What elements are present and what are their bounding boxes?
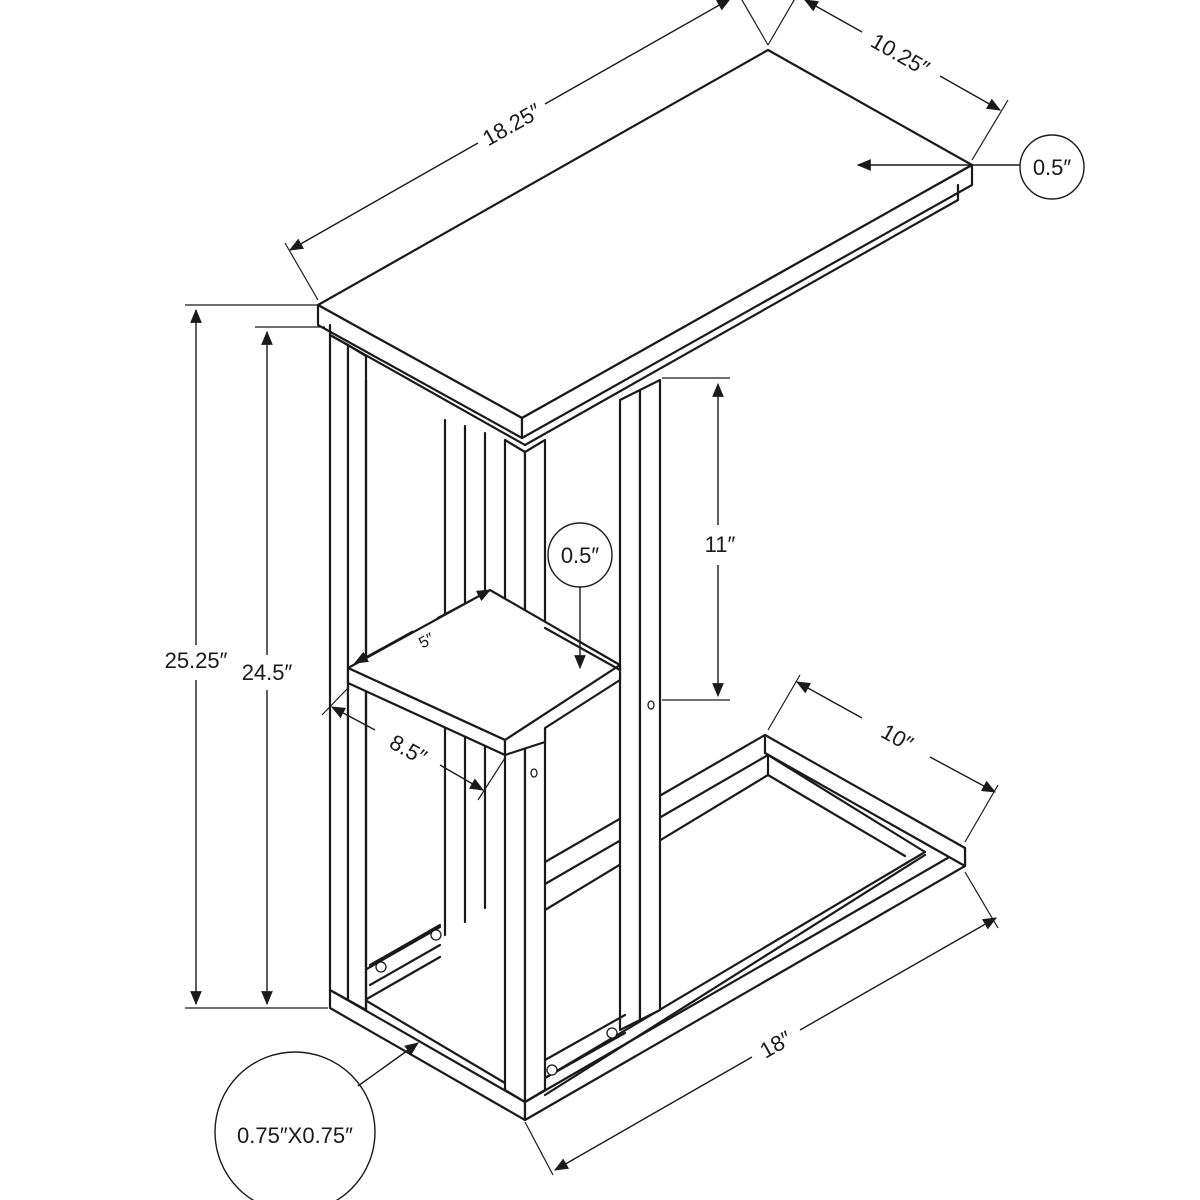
label-top-length: 18.25″ [478,98,545,151]
dim-opening-height: 11″ [662,377,736,701]
label-base-length: 18″ [756,1026,797,1064]
base-frame [328,733,967,1122]
dim-tube-size: 0.75″X0.75″ [214,1042,419,1200]
callout-tube-size [214,1051,376,1200]
dim-frame-height: 24.5″ [242,326,325,1006]
dim-top-thickness: 0.5″ [856,134,1085,200]
rear-right-upright [618,378,662,1032]
label-tube-size: 0.75″X0.75″ [237,1123,353,1148]
label-top-width: 10.25″ [867,28,934,81]
label-base-width: 10″ [877,719,918,757]
label-shelf-width: 8.5″ [385,729,431,770]
shelf [346,588,622,757]
label-frame-height: 24.5″ [242,660,293,685]
label-top-thickness: 0.5″ [1033,155,1072,180]
callout-top-thickness [1019,134,1085,200]
table-drawing [316,48,974,1122]
front-middle-upright [503,438,547,1104]
dim-base-length: 18″ [524,871,999,1176]
table-top [316,48,974,447]
dim-shelf-thickness: 0.5″ [547,522,613,670]
dim-overall-height: 25.25″ [165,304,328,1009]
label-opening-height: 11″ [705,532,736,557]
label-shelf-thickness: 0.5″ [561,543,600,568]
label-overall-height: 25.25″ [165,648,228,673]
base-plates [368,923,627,1080]
